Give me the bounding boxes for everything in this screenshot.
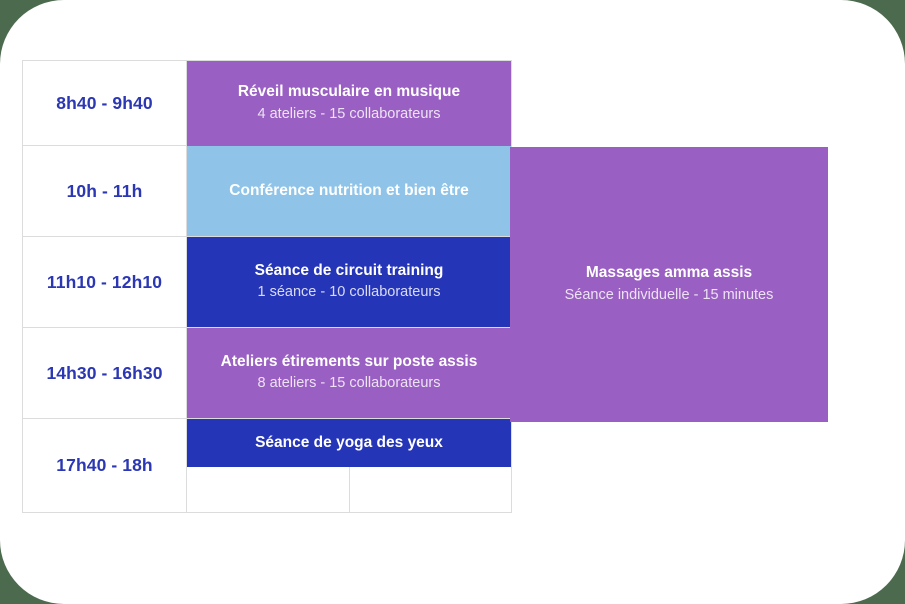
event-subtitle: 4 ateliers - 15 collaborateurs (257, 105, 441, 122)
event-area: Séance de circuit training 1 séance - 10… (187, 237, 511, 327)
all-day-event-card[interactable]: Massages amma assis Séance individuelle … (510, 147, 828, 422)
table-row: 17h40 - 18h Séance de yoga des yeux (22, 419, 512, 513)
event-title: Séance de yoga des yeux (255, 433, 443, 451)
table-row: 10h - 11h Conférence nutrition et bien ê… (22, 146, 512, 237)
schedule-table: 8h40 - 9h40 Réveil musculaire en musique… (22, 60, 512, 513)
event-card[interactable]: Conférence nutrition et bien être (187, 146, 511, 236)
event-card[interactable]: Ateliers étirements sur poste assis 8 at… (187, 328, 511, 418)
time-slot-label: 10h - 11h (23, 146, 187, 236)
time-slot-label: 17h40 - 18h (23, 419, 187, 512)
table-row: 11h10 - 12h10 Séance de circuit training… (22, 237, 512, 328)
event-title: Réveil musculaire en musique (237, 83, 461, 101)
empty-slot-group (187, 467, 511, 512)
event-title: Massages amma assis (585, 264, 753, 282)
event-area: Conférence nutrition et bien être (187, 146, 511, 236)
event-card[interactable]: Réveil musculaire en musique 4 ateliers … (187, 61, 511, 146)
table-row: 14h30 - 16h30 Ateliers étirements sur po… (22, 328, 512, 419)
empty-slot-cell[interactable] (348, 467, 511, 512)
time-slot-label: 11h10 - 12h10 (23, 237, 187, 327)
event-card[interactable]: Séance de circuit training 1 séance - 10… (187, 237, 511, 327)
event-subtitle: 8 ateliers - 15 collaborateurs (257, 375, 441, 392)
event-title: Conférence nutrition et bien être (229, 181, 469, 199)
table-row: 8h40 - 9h40 Réveil musculaire en musique… (22, 60, 512, 146)
time-slot-label: 14h30 - 16h30 (23, 328, 187, 418)
time-slot-label: 8h40 - 9h40 (23, 61, 187, 145)
event-title: Ateliers étirements sur poste assis (220, 352, 478, 370)
event-area: Réveil musculaire en musique 4 ateliers … (187, 61, 511, 146)
event-area: Ateliers étirements sur poste assis 8 at… (187, 328, 511, 418)
event-subtitle: Séance individuelle - 15 minutes (564, 286, 774, 303)
event-area: Séance de yoga des yeux (187, 419, 511, 512)
event-title: Séance de circuit training (254, 261, 444, 279)
empty-slot-cell[interactable] (187, 467, 349, 512)
event-subtitle: 1 séance - 10 collaborateurs (257, 284, 441, 301)
event-card[interactable]: Séance de yoga des yeux (187, 419, 511, 467)
